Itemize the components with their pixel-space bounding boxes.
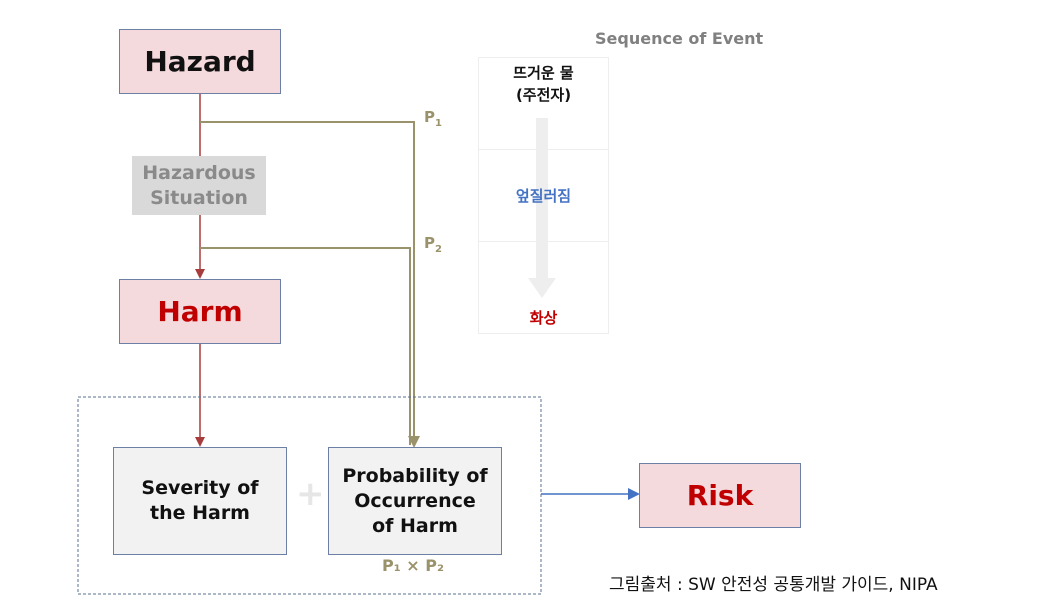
- hazard-label: Hazard: [144, 45, 256, 78]
- p2-label: P2: [424, 234, 442, 255]
- plus-sign: +: [296, 474, 325, 514]
- sequence-step-burn: 화상: [529, 308, 558, 327]
- sequence-step-hot-water: 뜨거운 물 (주전자): [513, 64, 574, 104]
- source-caption: 그림출처 : SW 안전성 공통개발 가이드, NIPA: [609, 575, 938, 595]
- sequence-down-arrow-shaft: [536, 118, 548, 278]
- risk-box: Risk: [639, 463, 801, 528]
- hazard-box: Hazard: [119, 29, 281, 94]
- p2-path: [200, 247, 411, 445]
- severity-label: Severity of the Harm: [141, 477, 259, 524]
- harm-label: Harm: [157, 295, 243, 328]
- hazardous-situation-label: Hazardous Situation: [142, 161, 256, 209]
- sequence-step-spill: 엎질러짐: [515, 186, 572, 205]
- harm-box: Harm: [119, 279, 281, 344]
- hazardous-situation-box: Hazardous Situation: [132, 156, 266, 215]
- sequence-title: Sequence of Event: [595, 29, 764, 48]
- sequence-panel: [478, 57, 609, 334]
- risk-label: Risk: [686, 479, 754, 512]
- product-label: P₁ × P₂: [382, 556, 445, 575]
- p1-path: [200, 121, 420, 448]
- p1-label: P1: [424, 108, 442, 129]
- sequence-down-arrow-head: [528, 278, 556, 298]
- probability-label: Probability of Occurrence of Harm: [342, 464, 488, 537]
- probability-box: Probability of Occurrence of Harm: [328, 447, 502, 555]
- sequence-divider-1: [478, 149, 609, 150]
- sequence-divider-2: [478, 241, 609, 242]
- severity-box: Severity of the Harm: [113, 447, 287, 555]
- factors-group-frame: [77, 396, 542, 595]
